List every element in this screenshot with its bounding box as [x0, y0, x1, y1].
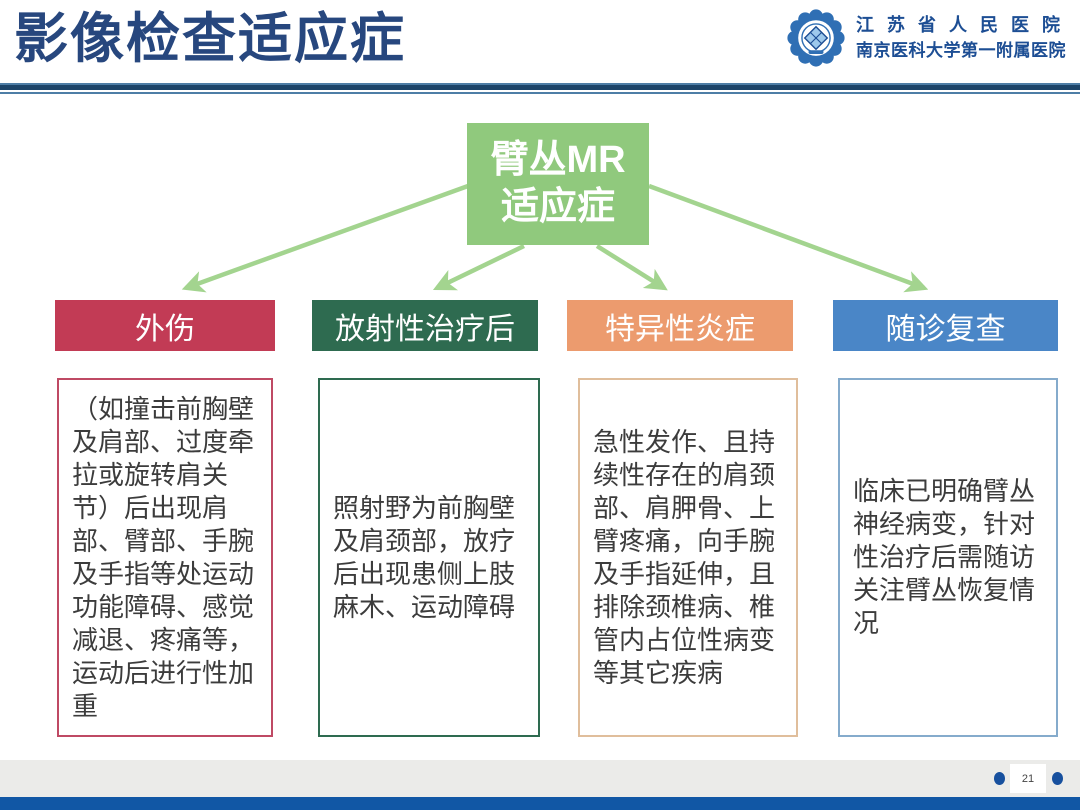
root-node: 臂丛MR 适应症 — [467, 123, 649, 245]
root-node-label-line2: 适应症 — [500, 186, 615, 228]
branch-card-text: 临床已明确臂丛神经病变，针对性治疗后需随访关注臂丛恢复情况 — [853, 476, 1036, 638]
hospital-name-line1: 江苏省人民医院 — [856, 15, 1073, 35]
footer-bar — [0, 797, 1080, 810]
branch-header-label: 随诊复查 — [885, 312, 1006, 346]
branch-card-inflammation: 急性发作、且持续性存在的肩颈部、肩胛骨、上臂疼痛，向手腕及手指延伸，且排除颈椎病… — [578, 378, 798, 737]
footer-band — [0, 760, 1080, 797]
arrow-to-radiotherapy — [432, 243, 525, 291]
title-divider — [0, 83, 1080, 94]
branch-card-followup: 临床已明确臂丛神经病变，针对性治疗后需随访关注臂丛恢复情况 — [838, 378, 1058, 737]
page-number-badge: 21 — [1010, 764, 1046, 793]
page-number: 21 — [1021, 772, 1035, 785]
hospital-name-line2: 南京医科大学第一附属医院 — [856, 41, 1066, 60]
page-title: 影像检查适应症 — [14, 9, 406, 69]
arrow-to-followup — [648, 183, 929, 293]
hospital-logo: 江苏省人民医院 南京医科大学第一附属医院 — [786, 8, 1073, 68]
branch-card-radiotherapy: 照射野为前胸壁及肩颈部，放疗后出现患侧上肢麻木、运动障碍 — [318, 378, 540, 737]
branch-card-text: 急性发作、且持续性存在的肩颈部、肩胛骨、上臂疼痛，向手腕及手指延伸，且排除颈椎病… — [593, 426, 776, 688]
branch-header-label: 放射性治疗后 — [335, 312, 515, 346]
branch-header-label: 特异性炎症 — [605, 312, 755, 346]
branch-header-radiotherapy: 放射性治疗后 — [312, 300, 538, 351]
branch-header-inflammation: 特异性炎症 — [567, 300, 793, 351]
branch-header-followup: 随诊复查 — [833, 300, 1058, 351]
root-node-label-line1: 臂丛MR — [490, 139, 626, 181]
page-nav-dot-right — [1052, 772, 1063, 785]
branch-card-text: 照射野为前胸壁及肩颈部，放疗后出现患侧上肢麻木、运动障碍 — [333, 492, 516, 622]
branch-card-text: （如撞击前胸壁及肩部、过度牵拉或旋转肩关节）后出现肩部、臂部、手腕及手指等处运动… — [72, 393, 255, 721]
page-nav-dot-left — [994, 772, 1005, 785]
branch-header-label: 外伤 — [135, 312, 195, 346]
hospital-name: 江苏省人民医院 南京医科大学第一附属医院 — [856, 12, 1073, 64]
hospital-emblem-icon — [787, 9, 845, 67]
arrow-to-inflammation — [595, 244, 668, 291]
branch-card-trauma: （如撞击前胸壁及肩部、过度牵拉或旋转肩关节）后出现肩部、臂部、手腕及手指等处运动… — [57, 378, 273, 737]
branch-header-trauma: 外伤 — [55, 300, 275, 351]
arrow-to-trauma — [181, 183, 469, 293]
